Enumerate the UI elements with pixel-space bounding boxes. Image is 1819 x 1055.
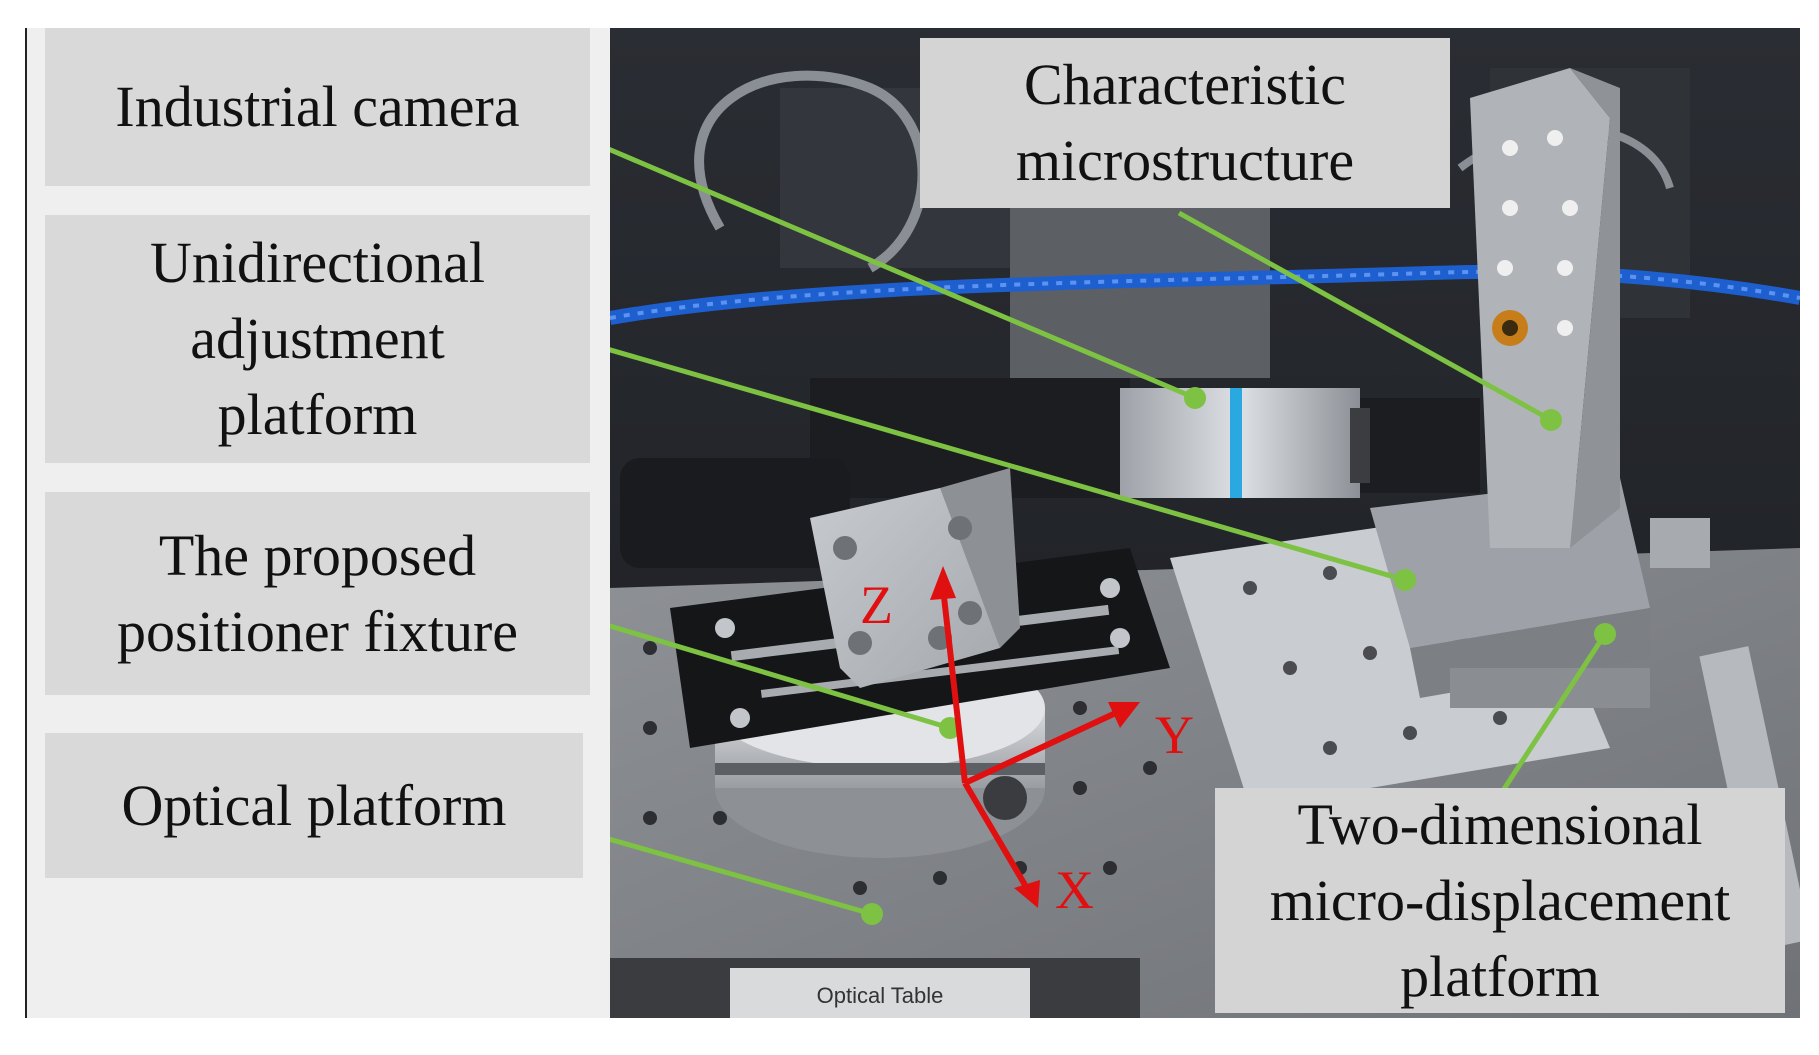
setup-photo: Optical Table xyxy=(610,28,1800,1018)
label-unidirectional-platform: Unidirectional adjustment platform xyxy=(45,215,590,463)
label-industrial-camera: Industrial camera xyxy=(45,28,590,186)
label-two-dim-platform: Two-dimensional micro-displacement platf… xyxy=(1215,788,1785,1013)
optical-table-plate-text: Optical Table xyxy=(817,983,944,1008)
label-characteristic-microstructure: Characteristic microstructure xyxy=(920,38,1450,208)
label-positioner-fixture: The proposed positioner fixture xyxy=(45,492,590,695)
label-optical-platform: Optical platform xyxy=(45,733,583,878)
